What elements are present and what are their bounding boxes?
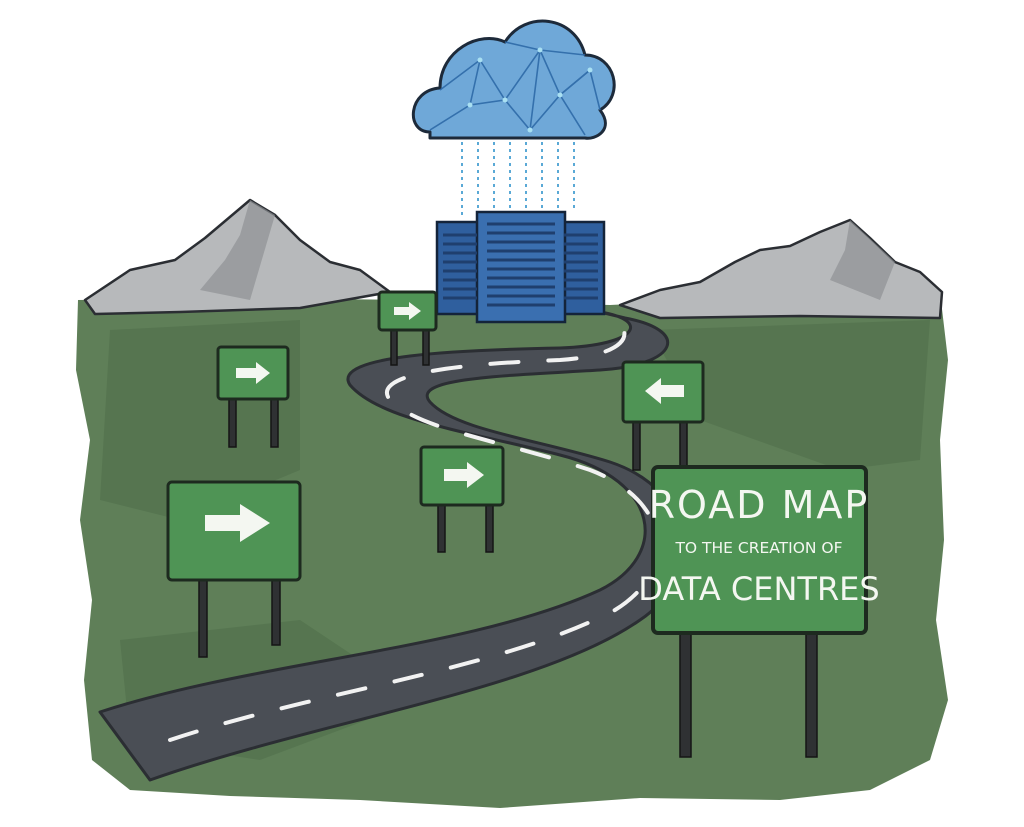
server-rack-icon [435,210,606,324]
cloud-icon [412,19,616,140]
sign-posts [198,324,818,758]
arrow-sign-5 [166,480,302,582]
mountain-left-shadow [200,200,275,300]
binary-data-icon [461,142,575,220]
arrow-right-icon [205,504,270,542]
sign-subtitle: TO THE CREATION OF [674,539,842,557]
sign-heading: DATA CENTRES [638,570,879,608]
arrow-sign-3 [621,360,705,424]
mountain-right [618,218,944,320]
grass-texture [100,320,930,760]
arrow-right-icon [444,462,484,488]
sign-title: ROAD MAP [649,483,870,527]
mountain-right-shadow [830,220,895,300]
road-map-sign: ROAD MAP TO THE CREATION OF DATA CENTRES [638,465,880,635]
arrow-sign-4 [419,445,505,507]
arrow-sign-1 [216,345,290,401]
arrow-sign-2 [377,290,438,332]
arrow-right-icon [394,302,421,320]
road-center-line [168,316,660,742]
arrow-right-icon [236,362,270,384]
arrow-left-icon [645,378,684,404]
